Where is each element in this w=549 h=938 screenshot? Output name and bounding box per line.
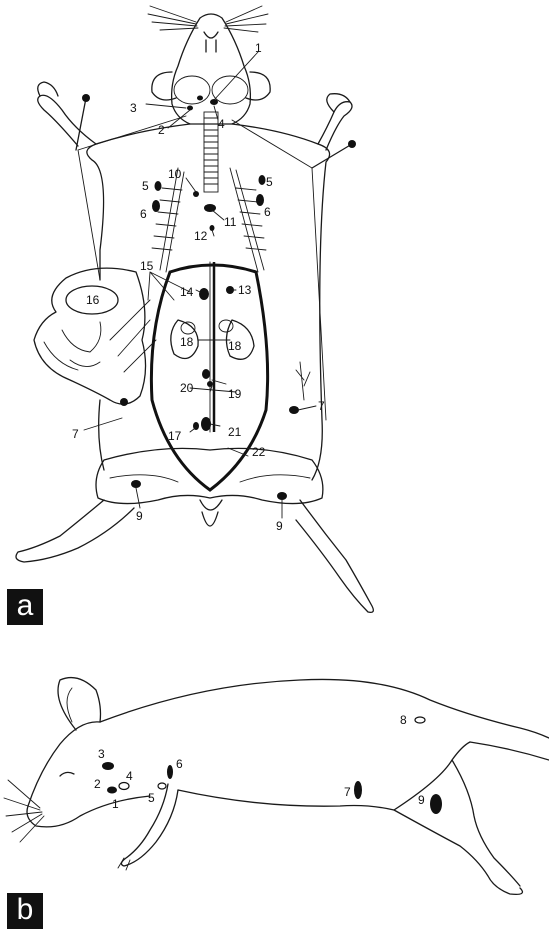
body-outline-b [100, 679, 549, 738]
label-a-2: 2 [158, 123, 165, 137]
label-b-1: 1 [112, 797, 119, 811]
label-a-3: 3 [130, 101, 137, 115]
label-b-3: 3 [98, 747, 105, 761]
label-a-9-right: 9 [276, 519, 283, 533]
label-a-1: 1 [255, 41, 262, 55]
adrenal-right [219, 320, 233, 332]
dissection-pin-left [76, 94, 90, 150]
label-a-16: 16 [86, 293, 100, 307]
panel-a-drawing: 1 2 3 4 5 6 5 6 10 11 12 13 14 15 16 18 … [16, 6, 373, 612]
label-a-18-left: 18 [180, 335, 194, 349]
label-b-8: 8 [400, 713, 407, 727]
label-b-5: 5 [148, 791, 155, 805]
label-a-21: 21 [228, 425, 242, 439]
label-a-10: 10 [168, 167, 182, 181]
whiskers-b [4, 780, 44, 842]
vessel-right-flank [296, 362, 310, 400]
salivary-gland-left [174, 76, 210, 104]
hindlimb-right-a [296, 500, 373, 612]
label-a-7-right: 7 [318, 399, 325, 413]
label-a-7-left: 7 [72, 427, 79, 441]
label-a-20: 20 [180, 381, 194, 395]
pelvic-fold [110, 475, 310, 482]
tail-lower-b [470, 742, 549, 760]
forelimb-right-a [318, 102, 352, 150]
label-a-6-left: 6 [140, 207, 147, 221]
trachea [204, 112, 218, 192]
label-a-6-right: 6 [264, 205, 271, 219]
label-a-13: 13 [238, 283, 252, 297]
panel-b-drawing: 3 2 4 1 5 6 8 7 9 [4, 678, 549, 895]
tail-base [200, 500, 222, 526]
hindlimb-left-a [16, 500, 134, 562]
label-a-11: 11 [224, 215, 237, 229]
ear-inner-b [67, 688, 72, 722]
forepaw-left-a [38, 82, 58, 96]
label-a-4: 4 [218, 117, 225, 131]
labels-a: 1 2 3 4 5 6 5 6 10 11 12 13 14 15 16 18 … [72, 41, 325, 533]
label-a-19: 19 [228, 387, 242, 401]
label-b-2: 2 [94, 777, 101, 791]
label-a-5-left: 5 [142, 179, 149, 193]
label-b-7: 7 [344, 785, 351, 799]
label-a-9-left: 9 [136, 509, 143, 523]
label-a-22: 22 [252, 445, 266, 459]
label-a-14: 14 [180, 285, 194, 299]
leader-lines-a [84, 52, 316, 518]
pelvic-region [96, 448, 323, 503]
mouth-a [204, 32, 218, 52]
whiskers-a [148, 6, 268, 32]
panel-a-tag: a [7, 589, 43, 625]
panel-b-tag: b [7, 893, 43, 929]
peritoneal-cavity [151, 265, 267, 490]
label-b-6: 6 [176, 757, 183, 771]
eye-b [60, 772, 74, 776]
lymph-nodes-a [120, 96, 299, 501]
label-a-17: 17 [168, 429, 182, 443]
hindlimb-b [394, 742, 522, 894]
label-a-15: 15 [140, 259, 154, 273]
forepaw-right-a [327, 94, 350, 112]
salivary-gland-right [212, 76, 248, 104]
label-a-5-right: 5 [266, 175, 273, 189]
label-a-18-right: 18 [228, 339, 242, 353]
forelimb-left-a [38, 95, 96, 146]
intestines [34, 268, 156, 404]
label-a-12: 12 [194, 229, 208, 243]
label-b-4: 4 [126, 769, 133, 783]
label-b-9: 9 [418, 793, 425, 807]
